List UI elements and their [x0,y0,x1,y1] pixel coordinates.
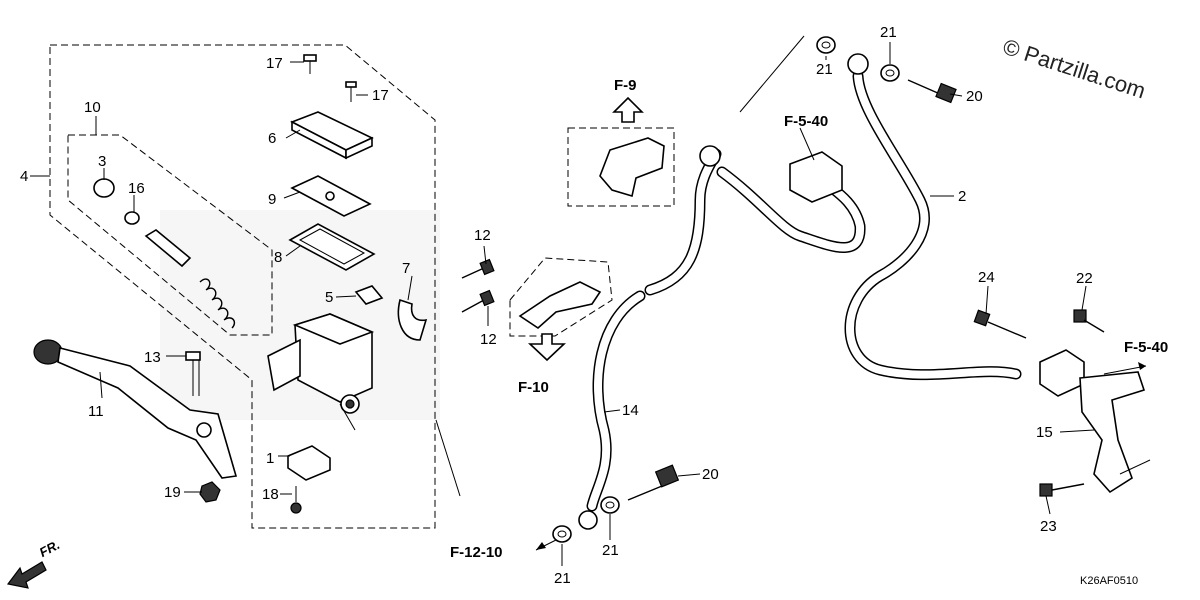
assembly-boundary [49,44,436,529]
watermark: © Partzilla.com [1000,34,1149,104]
callout-21-bottom-b: 21 [602,542,619,559]
holder-clamp [397,298,428,341]
callout-3: 3 [98,153,106,170]
bolt-20-top [907,79,957,104]
brake-switch [287,445,331,481]
piston [144,229,192,268]
callout-13: 13 [144,349,161,366]
brake-lever [33,339,238,479]
callout-21-top-a: 21 [816,61,833,78]
ref-f10: F-10 [518,379,549,396]
float [354,285,384,305]
circlip [124,211,140,225]
diagram-code: K26AF0510 [1080,575,1138,587]
washer-21-bottom-b [600,496,620,514]
washer-21-top-b [880,64,900,82]
callout-12-lower: 12 [480,331,497,348]
screw-17-b [345,81,357,102]
callout-6: 6 [268,130,276,147]
ref-f540-top: F-5-40 [784,113,828,130]
hose-bracket [1079,371,1146,494]
brake-hose-upper [716,166,866,253]
brake-hose-2 [844,53,1022,381]
ref-f1210: F-12-10 [450,544,503,561]
callout-4: 4 [20,168,28,185]
callout-22: 22 [1076,270,1093,287]
callout-14: 14 [622,402,639,419]
f9-bracket [599,137,665,198]
f10-bracket [518,281,602,330]
screw-18 [290,486,302,514]
junction-block [789,151,843,203]
callout-15: 15 [1036,424,1053,441]
washer-21-top [816,36,836,54]
callout-1: 1 [266,450,274,467]
callout-11: 11 [88,403,104,420]
washer-21-bottom-a [552,525,572,543]
right-junction-block [1039,349,1085,397]
callout-18: 18 [262,486,279,503]
callout-17-a: 17 [266,55,283,72]
callout-16: 16 [128,180,145,197]
bolt-24 [973,309,1027,339]
callout-20-top: 20 [966,88,983,105]
callout-24: 24 [978,269,995,286]
arrow-up-f9 [612,96,644,123]
bolt-22 [1073,309,1105,333]
watermark-text: © Partzilla.com [1000,34,1149,104]
front-direction-arrow [6,561,47,589]
arrow-right-f540 [1103,365,1147,375]
bolt-20-bottom [627,464,680,501]
screw-17-a [303,54,317,74]
callout-8: 8 [274,249,282,266]
f9-bracket-box [567,127,675,207]
callout-19: 19 [164,484,181,501]
ref-f9: F-9 [614,77,637,94]
return-spring [199,278,236,329]
leader-lines [30,35,1151,566]
callout-labels: 1 2 3 4 5 6 7 8 9 10 11 12 12 13 14 15 1… [20,24,1093,587]
callout-7: 7 [402,260,410,277]
callout-5: 5 [325,289,333,306]
bolt-12-lower [461,289,495,313]
callout-20-bottom: 20 [702,466,719,483]
brake-hose-14 [578,145,722,530]
ref-f540-right: F-5-40 [1124,339,1168,356]
callout-17-b: 17 [372,87,389,104]
callout-23: 23 [1040,518,1057,535]
bolt-12-upper [461,258,495,279]
callout-10: 10 [84,99,101,116]
f10-bracket-box [509,257,613,337]
callout-2: 2 [958,188,966,205]
bolt-23 [1039,483,1085,497]
boot [93,178,115,198]
pivot-nut [199,481,221,503]
callout-9: 9 [268,191,276,208]
arrow-down-f10 [527,333,567,362]
callout-12-upper: 12 [474,227,491,244]
master-cylinder-body [267,313,375,431]
callout-21-bottom-a: 21 [554,570,571,587]
callout-21-top-b: 21 [880,24,897,41]
front-label: FR. [37,537,63,560]
